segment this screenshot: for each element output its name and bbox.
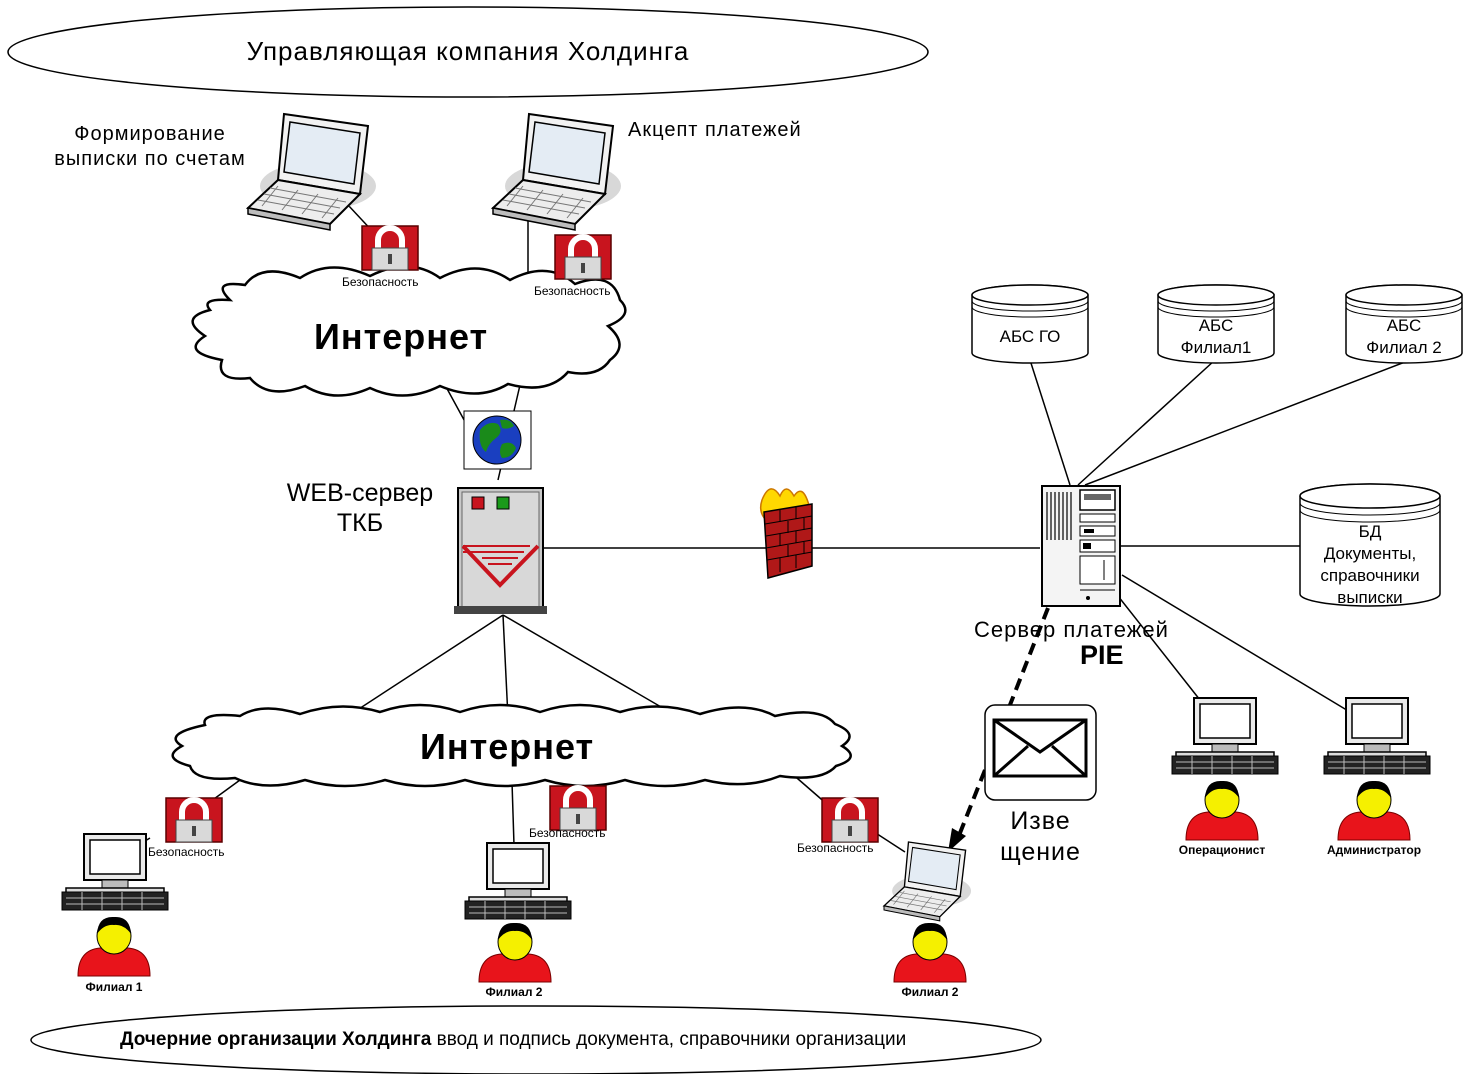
payment-server[interactable]	[1041, 485, 1121, 607]
desktop-admin[interactable]	[1323, 697, 1431, 775]
db-abs-go-label: АБС ГО	[999, 327, 1061, 346]
person-admin	[1337, 780, 1411, 841]
lock-icon	[822, 798, 878, 842]
lock-icon	[555, 235, 611, 279]
web-server-label: WEB-сервер ТКБ	[262, 478, 458, 538]
db-documents-line4: выписки	[1337, 588, 1403, 607]
lock-icon	[166, 798, 222, 842]
desktop-branch2[interactable]	[464, 842, 572, 920]
laptop-statements-label-line1: Формирование	[74, 123, 226, 145]
branch2-laptop-label: Филиал 2	[901, 985, 959, 999]
lock-icon	[550, 786, 606, 830]
db-documents-label: БД Документы, справочники выписки	[1300, 521, 1440, 609]
laptop-branch2[interactable]	[883, 841, 972, 922]
db-abs-branch1-line2: Филиал1	[1180, 338, 1252, 357]
person-branch2-laptop	[893, 922, 967, 983]
payment-server-label: Сервер платежей	[974, 617, 1169, 642]
lock-icon	[362, 226, 418, 270]
holding-bottom-bold: Дочерние организации Холдинга	[120, 1029, 432, 1050]
notice-label: Изве щение	[985, 806, 1096, 868]
db-abs-branch2-line1: АБС	[1386, 316, 1422, 335]
operator-label: Операционист	[1178, 843, 1266, 857]
db-abs-branch2-line2: Филиал 2	[1366, 338, 1442, 357]
admin-label: Администратор	[1326, 843, 1422, 857]
database-documents[interactable]	[1299, 483, 1441, 607]
holding-bottom-title: Дочерние организации Холдинга ввод и под…	[120, 1029, 906, 1051]
internet-bottom-label: Интернет	[420, 726, 595, 767]
holding-top-title: Управляющая компания Холдинга	[246, 36, 690, 66]
person-branch2	[478, 922, 552, 983]
web-server[interactable]	[454, 487, 547, 614]
desktop-operator[interactable]	[1171, 697, 1279, 775]
notice-label-line1: Изве	[1010, 807, 1071, 835]
internet-cloud-bottom	[171, 703, 852, 788]
laptop-statements[interactable]	[247, 113, 377, 231]
internet-cloud-top	[191, 265, 627, 397]
branch1-label: Филиал 1	[85, 980, 143, 994]
database-abs-go[interactable]	[971, 284, 1089, 364]
db-documents-line3: справочники	[1320, 566, 1420, 585]
db-abs-branch1-label: АБС Филиал1	[1158, 315, 1274, 359]
laptop-statements-label: Формирование выписки по счетам	[40, 122, 260, 172]
holding-top-ellipse	[7, 6, 929, 98]
security-label: Безопасность	[529, 826, 606, 840]
laptop-payment-accept[interactable]	[492, 113, 622, 231]
laptop-statements-label-line2: выписки по счетам	[54, 148, 246, 170]
db-abs-branch2-label: АБС Филиал 2	[1346, 315, 1462, 359]
holding-bottom-ellipse	[30, 1005, 1042, 1074]
payment-server-pie-label: PIE	[1080, 640, 1124, 670]
security-label: Безопасность	[342, 275, 419, 289]
db-abs-branch1-line1: АБС	[1198, 316, 1234, 335]
laptop-payment-accept-label: Акцепт платежей	[628, 119, 802, 141]
person-branch1	[77, 916, 151, 977]
branch2-label: Филиал 2	[485, 985, 543, 999]
holding-bottom-rest: ввод и подпись документа, справочники ор…	[431, 1029, 907, 1050]
web-server-label-line1: WEB-сервер	[286, 479, 434, 507]
globe-icon	[463, 410, 532, 470]
internet-top-label: Интернет	[314, 316, 489, 357]
firewall-icon	[759, 488, 813, 579]
security-label: Безопасность	[148, 845, 225, 859]
notice-envelope-icon	[984, 704, 1097, 801]
security-label: Безопасность	[534, 284, 611, 298]
person-operator	[1185, 780, 1259, 841]
db-documents-line1: БД	[1358, 522, 1382, 541]
web-server-label-line2: ТКБ	[336, 509, 384, 537]
db-documents-line2: Документы,	[1323, 544, 1417, 563]
security-label: Безопасность	[797, 841, 874, 855]
notice-label-line2: щение	[1000, 838, 1081, 866]
notice-dashed-arrow	[948, 607, 1050, 852]
